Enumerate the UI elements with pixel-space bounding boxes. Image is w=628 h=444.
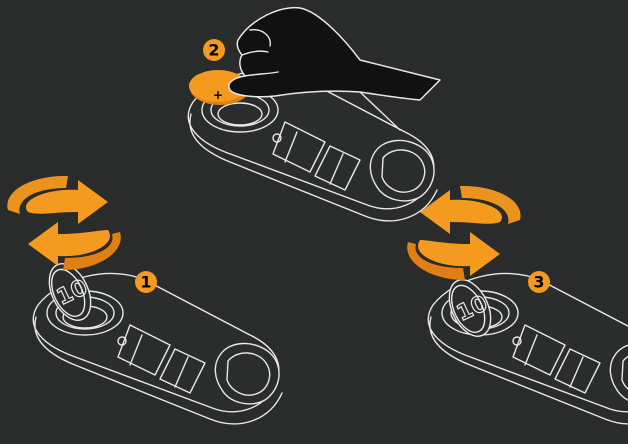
- step-3-badge: 3: [528, 271, 550, 293]
- step-1-badge: 1: [135, 271, 157, 293]
- step-2-badge: 2: [203, 39, 225, 61]
- battery-plus-symbol: +: [213, 88, 223, 102]
- step-2-number: 2: [208, 41, 219, 60]
- step-1-number: 1: [140, 273, 151, 292]
- step-3-illustration: 10 3: [407, 186, 628, 424]
- step-3-number: 3: [533, 273, 544, 292]
- rotate-arrows-icon: [7, 176, 120, 270]
- rotate-arrows-icon-step-3: [407, 186, 520, 280]
- step-2-illustration: + 2: [188, 8, 440, 221]
- step-1-illustration: 10 1: [7, 176, 282, 424]
